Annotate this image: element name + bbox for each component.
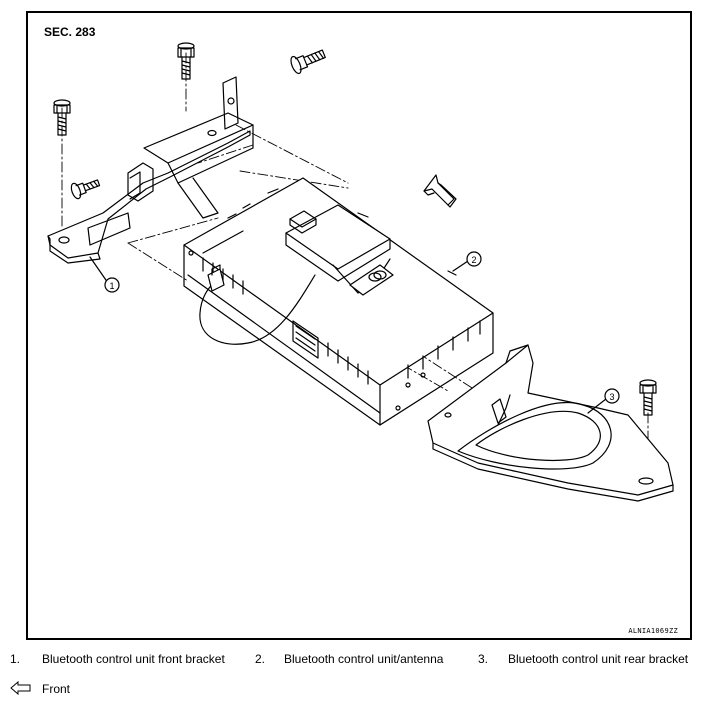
legend-item-front-bracket: Bluetooth control unit front bracket	[42, 652, 225, 666]
callout-2: 2	[452, 251, 482, 272]
legend-number-1: 1.	[10, 652, 21, 666]
callout-1: 1	[89, 256, 120, 293]
callout-2-label: 2	[471, 255, 476, 265]
rear-bracket-shape	[427, 344, 674, 502]
callout-3-label: 3	[609, 392, 614, 402]
bolt-left	[53, 99, 71, 136]
control-unit-box	[183, 177, 494, 426]
legend-item-control-unit: Bluetooth control unit/antenna	[284, 652, 444, 666]
antenna-module	[285, 204, 394, 296]
exploded-view-drawing: 1 2 3	[47, 42, 674, 502]
front-arrow-icon	[10, 681, 31, 695]
bolt-right	[639, 379, 657, 416]
front-arrow-diagram-icon	[423, 174, 457, 208]
bolt-top-mid	[290, 49, 326, 75]
bolt-bracket-side	[70, 179, 101, 200]
section-label: SEC. 283	[44, 25, 96, 39]
legend-front-label: Front	[42, 682, 71, 696]
legend-number-3: 3.	[478, 652, 489, 666]
antenna-cable	[199, 264, 316, 345]
diagram-frame: 1 2 3 SEC. 283 ALNIA1069ZZ	[26, 11, 692, 640]
legend-number-2: 2.	[255, 652, 266, 666]
bolt-top-left	[177, 42, 195, 80]
legend-item-rear-bracket: Bluetooth control unit rear bracket	[508, 652, 689, 666]
front-bracket-shape	[47, 76, 254, 264]
figure-code: ALNIA1069ZZ	[628, 627, 678, 635]
callout-3: 3	[587, 388, 620, 414]
callout-1-label: 1	[109, 281, 114, 291]
